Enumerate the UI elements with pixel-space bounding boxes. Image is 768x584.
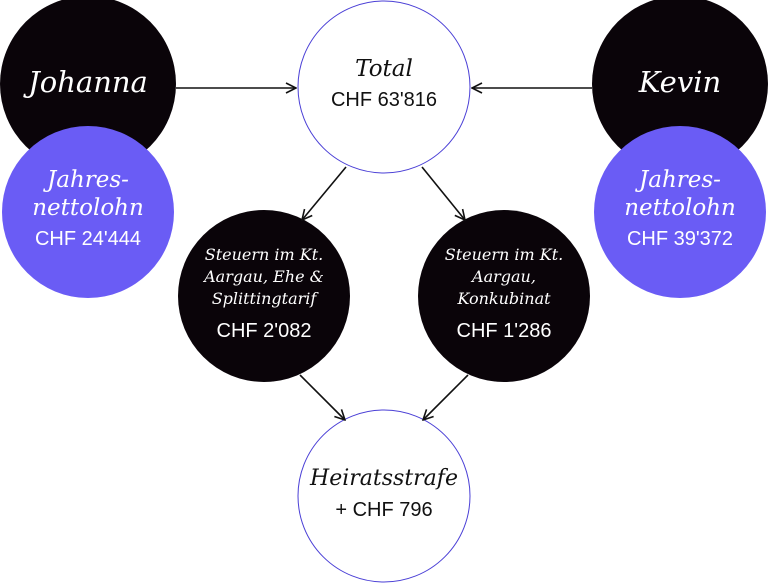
arrow-total-to-tax-concubinage <box>421 166 465 220</box>
tax-concubinage-node <box>418 210 590 382</box>
penalty-node <box>297 409 471 583</box>
arrow-tax-concubinage-to-penalty <box>423 374 469 420</box>
total-node <box>297 0 471 174</box>
kevin-node <box>592 0 768 172</box>
johanna-node <box>0 0 176 172</box>
johanna-income-node <box>2 126 174 298</box>
arrow-total-to-tax-married <box>302 166 347 220</box>
tax-married-node <box>178 210 350 382</box>
kevin-income-node <box>594 126 766 298</box>
arrow-tax-married-to-penalty <box>299 374 345 420</box>
